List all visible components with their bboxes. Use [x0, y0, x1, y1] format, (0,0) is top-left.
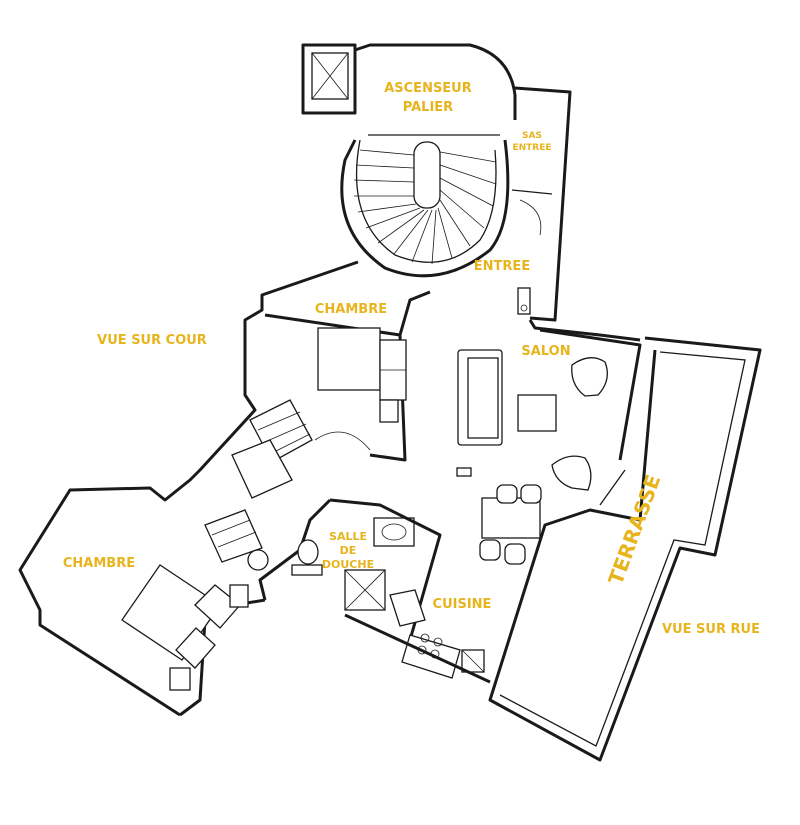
label-terrasse: TERRASSE [603, 471, 665, 587]
sink-icon [461, 649, 485, 673]
label-vue-sur-rue: VUE SUR RUE [662, 622, 760, 637]
kitchen-counter [389, 589, 461, 679]
bed-icon [317, 327, 407, 423]
label-chambre-bottom: CHAMBRE [63, 556, 135, 571]
label-salle: SALLE [329, 530, 367, 543]
bed-icon [121, 564, 241, 669]
label-sas-entree: ENTREE [512, 143, 551, 153]
label-vue-sur-cour: VUE SUR COUR [97, 333, 207, 348]
coffee-table [517, 394, 557, 432]
elevator-icon [301, 43, 357, 115]
label-salon: SALON [521, 344, 570, 359]
label-sas: SAS [522, 131, 542, 141]
label-ascenseur: ASCENSEUR [384, 81, 472, 96]
label-douche: DOUCHE [322, 558, 374, 571]
label-cuisine: CUISINE [433, 597, 492, 612]
terrace-outline [488, 336, 762, 762]
label-de: DE [340, 544, 357, 557]
spiral-staircase-icon [340, 139, 510, 278]
sofa-icon [457, 349, 503, 446]
armchair-icon [551, 357, 608, 491]
wardrobe [231, 399, 313, 499]
label-palier: PALIER [403, 100, 453, 115]
label-entree: ENTREE [474, 259, 530, 274]
sink-icon [373, 517, 415, 547]
dining-table-icon [479, 484, 542, 565]
closet [204, 509, 263, 563]
toilet-icon [291, 539, 323, 576]
shower-icon [344, 569, 386, 611]
label-chambre-top: CHAMBRE [315, 302, 387, 317]
